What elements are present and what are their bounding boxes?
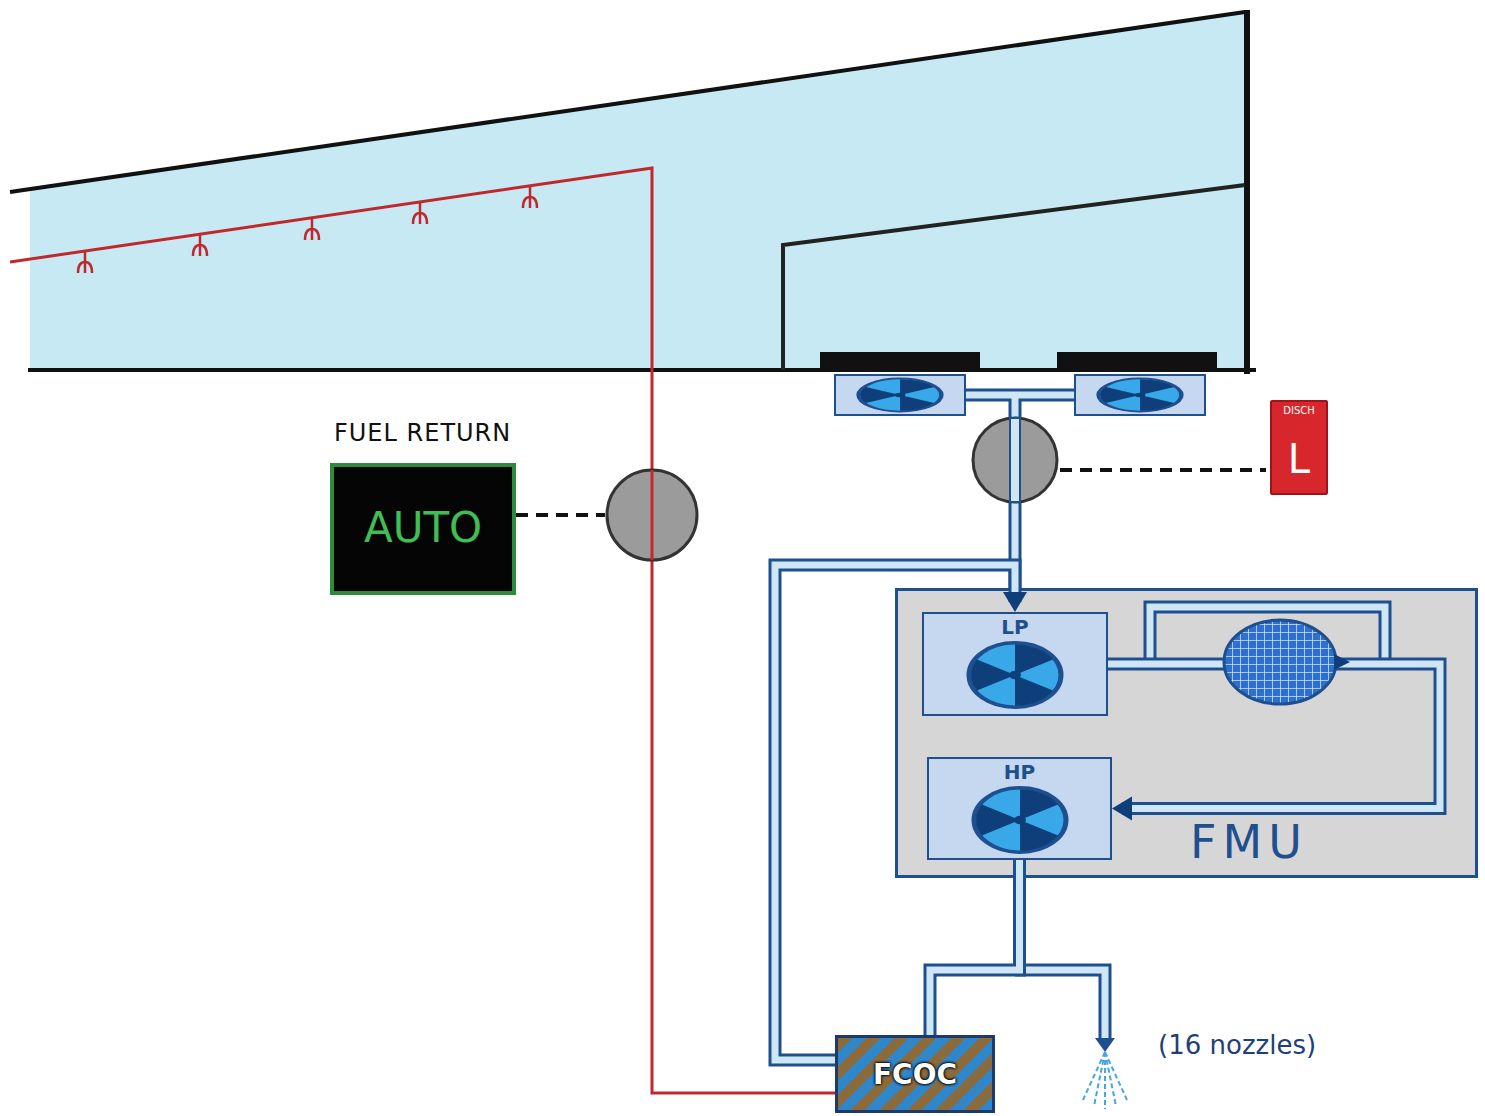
pump-rotor bbox=[1099, 378, 1182, 411]
return-outlets bbox=[78, 186, 537, 273]
switch-heading: FUEL RETURN bbox=[334, 419, 511, 447]
nozzle-pipe-outer bbox=[1015, 970, 1105, 1040]
mode-switch: FUEL RETURNAUTO bbox=[330, 463, 516, 595]
booster-pump bbox=[1075, 375, 1205, 415]
booster-pump bbox=[835, 375, 965, 415]
pump-rotor bbox=[970, 785, 1070, 855]
hp-pump: HP bbox=[927, 757, 1112, 860]
pump-name: LP bbox=[1001, 615, 1028, 639]
pump-name: HP bbox=[1004, 760, 1035, 784]
engine-letter: L bbox=[1288, 436, 1310, 482]
wing-upper-skin bbox=[10, 12, 1245, 192]
pipe-bore bbox=[930, 860, 1020, 1035]
control-link bbox=[516, 513, 605, 517]
pump-rotor bbox=[969, 643, 1061, 707]
arrow-head bbox=[1003, 592, 1027, 612]
cooler-name: FCOC bbox=[873, 1058, 957, 1091]
fuel-filter bbox=[1224, 620, 1336, 704]
return-valve bbox=[607, 470, 697, 560]
fuel-cooled-oil-cooler: FCOC bbox=[835, 1035, 995, 1113]
lp-pump: LP bbox=[922, 612, 1108, 716]
pump-pad bbox=[1057, 352, 1217, 368]
flow-arrow bbox=[1334, 654, 1350, 670]
fuel-spray bbox=[1083, 1052, 1127, 1109]
control-link bbox=[1060, 468, 1266, 472]
fuel-metering-unit: FMU LP HP bbox=[895, 588, 1478, 878]
arrow-head bbox=[1112, 797, 1132, 821]
feed-pipe bbox=[1010, 418, 1020, 502]
pump-pad bbox=[820, 352, 980, 368]
wing-fill bbox=[30, 12, 1245, 371]
pump-rotor bbox=[859, 378, 942, 411]
unit-name: FMU bbox=[1190, 819, 1308, 865]
tank-wall bbox=[783, 185, 1245, 370]
nozzle-count: (16 nozzles) bbox=[1158, 1030, 1316, 1060]
wing-lower-skin bbox=[28, 368, 1256, 372]
wing-tip bbox=[1244, 10, 1250, 374]
return-line bbox=[651, 470, 654, 560]
handle-caption: DISCH bbox=[1283, 405, 1315, 416]
switch-state: AUTO bbox=[364, 503, 482, 552]
return-line bbox=[10, 168, 835, 1093]
pipe-wall bbox=[930, 860, 1020, 1035]
fuel-pipe bbox=[930, 860, 1020, 1035]
nozzle-pipe-inner bbox=[1015, 970, 1105, 1040]
nozzle-tip bbox=[1095, 1038, 1115, 1052]
fire-handle: DISCH L bbox=[1270, 400, 1328, 495]
pump-rotor bbox=[974, 788, 1066, 852]
lp-valve bbox=[973, 418, 1057, 502]
pump-rotor bbox=[965, 640, 1065, 710]
fmu-housing bbox=[897, 590, 1477, 877]
